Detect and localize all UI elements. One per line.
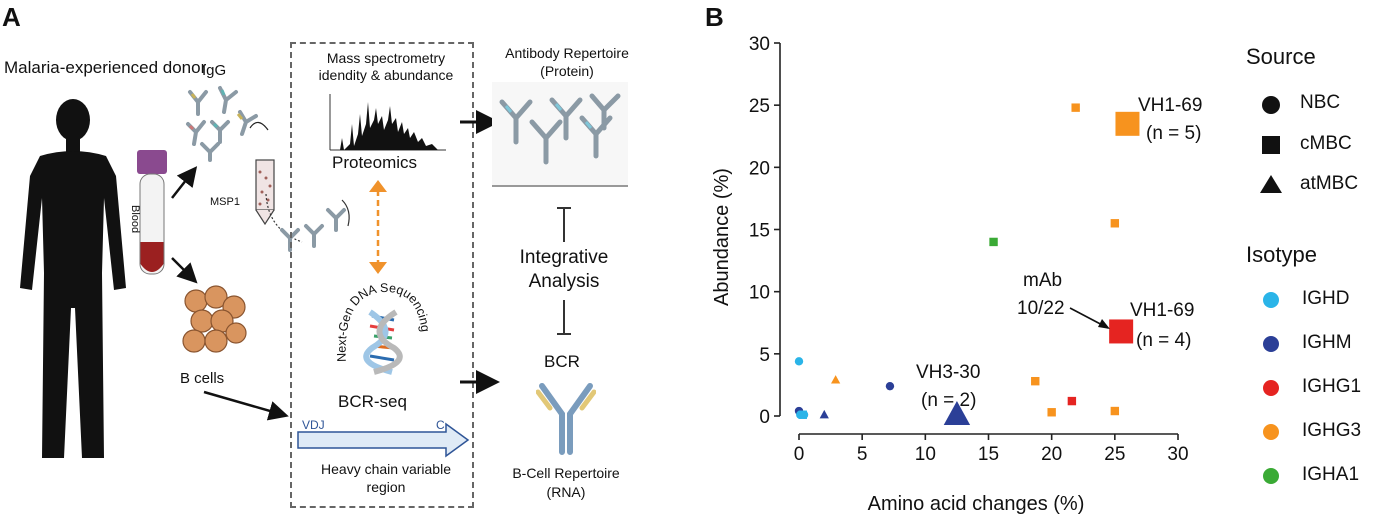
source-legend-title: Source — [1246, 44, 1316, 69]
bcells-label: B cells — [180, 370, 225, 387]
data-point-cmbc-ighg3 — [1110, 219, 1120, 228]
x-tick-label: 15 — [978, 444, 999, 465]
bcell-repertoire-label: B-Cell Repertoire (RNA) — [512, 465, 620, 500]
annotation-vh169-top: VH1-69 — [1138, 95, 1203, 116]
integrative-label: Integrative Analysis — [519, 247, 609, 292]
isotype-legend: Isotype IGHD IGHM IGHG1 IGHG3 IGHA1 — [1246, 242, 1372, 512]
legend-ighg3: IGHG3 — [1302, 420, 1362, 441]
x-tick-label: 0 — [794, 444, 805, 465]
donor-arrows — [171, 166, 289, 421]
bcrseq-label: BCR-seq — [338, 392, 407, 411]
y-tick-label: 25 — [749, 96, 770, 117]
mass-spectrum — [329, 94, 446, 151]
annotation-mab: mAb — [1023, 270, 1063, 291]
annotation-vh330: VH3-30 — [916, 362, 981, 383]
data-point-atmbc-ighm — [943, 400, 971, 425]
legend-cmbc: cMBC — [1300, 133, 1352, 154]
x-tick-label: 5 — [857, 444, 868, 465]
y-tick-label: 0 — [759, 407, 770, 428]
bcr-label: BCR — [544, 352, 580, 371]
data-point-nbc-ighd — [794, 357, 804, 366]
data-point-cmbc-ighg1 — [1067, 396, 1077, 406]
legend-ighg1: IGHG1 — [1302, 376, 1362, 397]
legend-ighm-swatch — [1263, 336, 1279, 352]
legend-nbc: NBC — [1300, 92, 1341, 113]
data-point-cmbc-ighg3 — [1110, 406, 1120, 416]
data-point-cmbc-ighg3 — [1047, 408, 1056, 417]
bcr-antibody-icon — [536, 383, 596, 455]
annotation-mab-id: 10/22 — [1017, 298, 1065, 319]
donor-label: Malaria-experienced donor — [4, 58, 207, 77]
annotation-vh330-n: (n = 2) — [921, 390, 977, 411]
legend-circle-icon — [1262, 96, 1280, 114]
b-cells-cluster — [182, 285, 247, 353]
orange-double-arrow — [369, 180, 387, 274]
y-axis-label: Abundance (%) — [711, 168, 733, 306]
igg-cluster — [186, 86, 258, 162]
x-tick-label: 10 — [915, 444, 936, 465]
dna-helix-icon: Next-Gen DNA Sequencing — [336, 282, 430, 375]
box-output-arrows — [460, 110, 500, 394]
legend-square-icon — [1262, 136, 1280, 154]
legend-ighg3-swatch — [1263, 424, 1279, 440]
legend-triangle-icon — [1260, 175, 1282, 193]
ms-title: Mass spectrometry idendity & abundance — [318, 50, 454, 83]
repertoire-protein-label: Antibody Repertoire (Protein) — [505, 45, 629, 79]
data-point-cmbc-ighg3 — [1031, 376, 1040, 386]
legend-ighd: IGHD — [1302, 288, 1350, 309]
y-tick-label: 30 — [749, 34, 770, 55]
data-point-cmbc-ighg3 — [1115, 111, 1140, 136]
igg-label: IgG — [202, 62, 227, 79]
msp1-label: MSP1 — [210, 196, 240, 208]
scatter-chart: Abundance (%) Amino acid changes (%) 0 5 1… — [711, 34, 1189, 515]
data-point-atmbc-ighm — [819, 409, 829, 419]
legend-ighm: IGHM — [1302, 332, 1352, 353]
data-point-cmbc-igha1 — [989, 237, 998, 247]
annotations — [1069, 307, 1110, 329]
affinity-column — [249, 121, 275, 226]
y-tick-label: 20 — [749, 158, 770, 179]
x-tick-label: 20 — [1041, 444, 1062, 465]
c-label: C — [436, 418, 445, 432]
annotation-vh169-low: VH1-69 — [1130, 300, 1195, 321]
proteomics-label: Proteomics — [332, 153, 418, 172]
source-legend: Source NBC cMBC atMBC — [1246, 44, 1372, 224]
workflow-dashed-box — [290, 42, 474, 508]
panel-a-label: A — [2, 2, 21, 32]
y-tick-label: 10 — [749, 283, 770, 304]
x-axis-label: Amino acid changes (%) — [868, 493, 1085, 515]
blood-label: Blood — [129, 205, 141, 234]
annotation-vh169-low-n: (n = 4) — [1136, 330, 1192, 351]
x-tick-label: 25 — [1104, 444, 1125, 465]
panel-a: A Malaria-experienced donor Blood IgG — [2, 2, 629, 508]
data-point-cmbc-ighd — [798, 410, 807, 419]
integrative-bars — [557, 207, 571, 335]
data-point-cmbc-ighg3 — [1071, 103, 1080, 112]
panel-b-label: B — [705, 2, 724, 32]
annotation-vh169-top-n: (n = 5) — [1146, 123, 1202, 144]
legend-ighg1-swatch — [1263, 380, 1279, 396]
blood-tube — [137, 150, 167, 275]
vdj-arrow — [297, 422, 470, 458]
legend-atmbc: atMBC — [1300, 173, 1359, 194]
mab-arrow-head — [1098, 319, 1110, 329]
heavy-chain-label: Heavy chain variable region — [321, 461, 451, 495]
vdj-label: VDJ — [302, 418, 325, 432]
data-point-atmbc-ighg3 — [831, 375, 841, 384]
data-point-nbc-ighm — [885, 381, 895, 391]
legend-ighd-swatch — [1263, 292, 1279, 308]
data-point-cmbc-ighg1 — [1109, 319, 1134, 344]
y-tick-label: 5 — [759, 345, 770, 366]
antibody-repertoire-image — [492, 82, 628, 187]
human-silhouette — [20, 99, 126, 458]
y-tick-label: 15 — [749, 221, 770, 242]
axes: 0 5 10 15 20 25 30 0 5 10 15 20 25 30 — [749, 34, 1189, 465]
x-tick-label: 30 — [1167, 444, 1188, 465]
legend-igha1: IGHA1 — [1302, 464, 1360, 485]
legend-igha1-swatch — [1263, 468, 1279, 484]
data-points — [794, 103, 1140, 425]
isotype-legend-title: Isotype — [1246, 242, 1317, 267]
